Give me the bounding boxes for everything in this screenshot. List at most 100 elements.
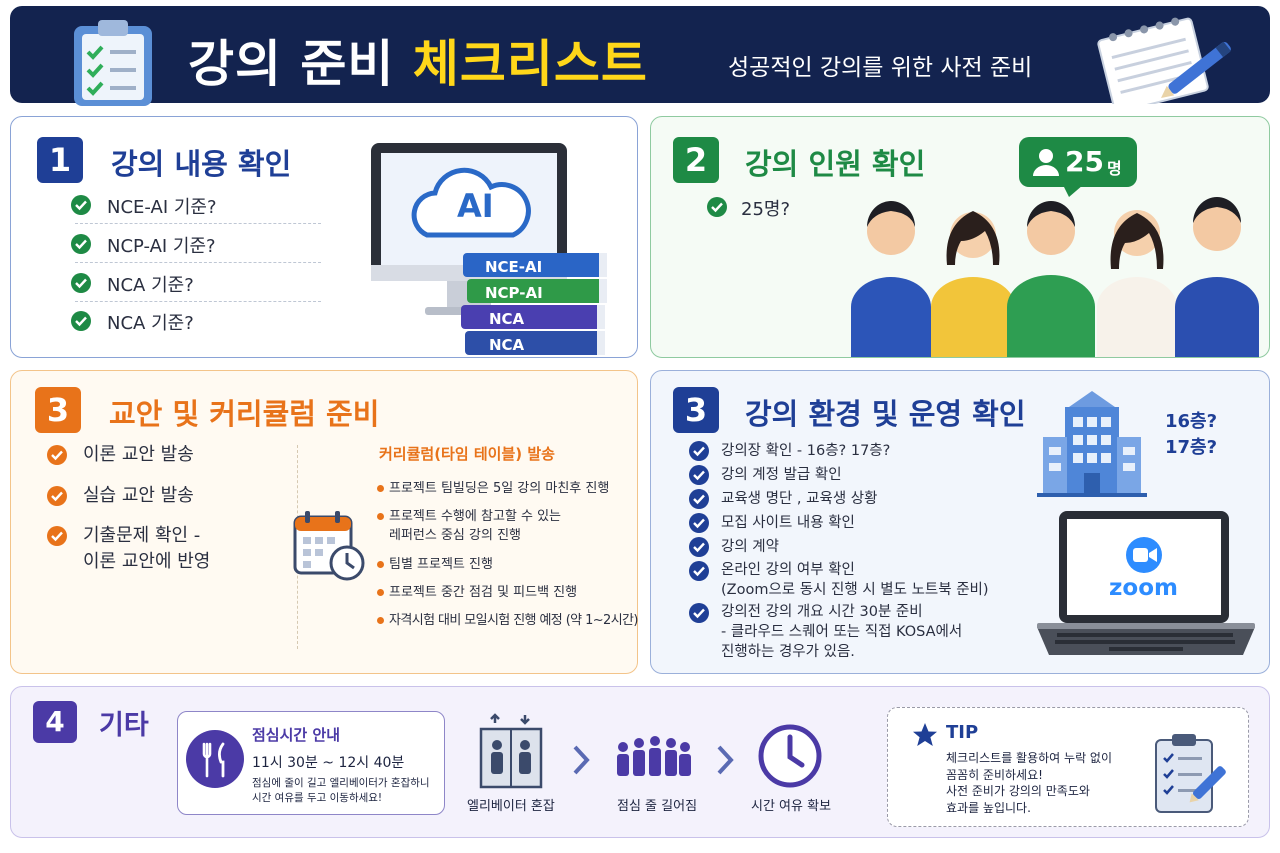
divider bbox=[75, 301, 321, 302]
floor-option: 17층? bbox=[1165, 437, 1218, 458]
page-title-main: 강의 준비 bbox=[188, 35, 395, 93]
book-label: NCP-AI bbox=[485, 284, 543, 302]
lunch-time: 11시 30분 ~ 12시 40분 bbox=[252, 755, 405, 771]
laptop-zoom-illustration bbox=[1037, 511, 1255, 655]
badge-number: 25 bbox=[1065, 145, 1104, 178]
flow-step-label: 엘리베이터 혼잡 bbox=[467, 799, 555, 814]
section-headcount-check: 2 강의 인원 확인 25명? 25 명 bbox=[650, 116, 1270, 358]
section-number: 4 bbox=[33, 701, 77, 743]
section-title: 기타 bbox=[99, 710, 149, 741]
check-circle-icon bbox=[689, 465, 709, 485]
list-item-line: 강의전 강의 개요 시간 30분 준비 bbox=[721, 604, 923, 620]
check-circle-icon bbox=[47, 445, 67, 465]
floor-option: 16층? bbox=[1165, 411, 1218, 432]
section-environment-ops: 3 강의 환경 및 운영 확인 강의장 확인 - 16층? 17층? 강의 계정… bbox=[650, 370, 1270, 674]
list-item: 교육생 명단 , 교육생 상황 bbox=[721, 491, 878, 507]
section-etc: 4 기타 점심시간 안내 11시 30분 ~ 12시 40분 점심에 줄이 길고… bbox=[10, 686, 1270, 838]
check-circle-icon bbox=[47, 526, 67, 546]
bullet-item: 팀별 프로젝트 진행 bbox=[377, 557, 493, 572]
header-banner: 강의 준비 체크리스트 성공적인 강의를 위한 사전 준비 bbox=[10, 6, 1270, 106]
star-icon bbox=[913, 723, 937, 746]
divider bbox=[75, 223, 321, 224]
clock-icon bbox=[758, 724, 822, 788]
check-circle-icon bbox=[689, 561, 709, 581]
list-item: NCP-AI 기준? bbox=[107, 236, 216, 257]
lunch-note-line: 점심에 줄이 길고 엘리베이터가 혼잡하니 bbox=[252, 777, 430, 789]
building-icon bbox=[1037, 391, 1147, 497]
tip-line: 꼼꼼히 준비하세요! bbox=[946, 767, 1043, 782]
list-item: 기출문제 확인 - 이론 교안에 반영 bbox=[83, 523, 210, 575]
books-stack-icon bbox=[461, 253, 607, 355]
chevron-right-icon bbox=[573, 745, 590, 775]
check-circle-icon bbox=[71, 195, 91, 215]
tip-text: 체크리스트를 활용하여 누락 없이 꼼꼼히 준비하세요! 사전 준비가 강의의 … bbox=[946, 750, 1112, 816]
tip-card: TIP 체크리스트를 활용하여 누락 없이 꼼꼼히 준비하세요! 사전 준비가 … bbox=[887, 707, 1249, 827]
list-item: NCA 기준? bbox=[107, 313, 194, 334]
tip-line: 사전 준비가 강의의 만족도와 bbox=[946, 784, 1090, 798]
list-item: 강의장 확인 - 16층? 17층? bbox=[721, 443, 891, 459]
page-title: 강의 준비 체크리스트 bbox=[188, 24, 648, 96]
calendar-clock-icon bbox=[293, 511, 365, 581]
section-content-check: 1 강의 내용 확인 NCE-AI 기준? NCP-AI 기준? NCA 기준?… bbox=[10, 116, 638, 358]
badge-unit: 명 bbox=[1107, 159, 1122, 178]
bullet-item: 프로젝트 팀빌딩은 5일 강의 마친후 진행 bbox=[376, 481, 610, 496]
check-circle-icon bbox=[689, 489, 709, 509]
list-item: 모집 사이트 내용 확인 bbox=[721, 515, 855, 531]
ai-label: AI bbox=[457, 187, 494, 225]
section-title: 강의 환경 및 운영 확인 bbox=[745, 397, 1026, 431]
check-circle-icon bbox=[689, 537, 709, 557]
floor-label: 16층? 17층? bbox=[1165, 409, 1217, 461]
list-item: 강의 계약 bbox=[721, 539, 779, 555]
bullet-line: 프로젝트 수행에 참고할 수 있는 bbox=[389, 509, 562, 524]
headcount-badge bbox=[1019, 137, 1137, 187]
clipboard-checklist-icon bbox=[74, 20, 152, 106]
queue-people-icon bbox=[617, 736, 691, 776]
person-icon bbox=[1033, 149, 1059, 176]
list-item-line: - 클라우드 스퀘어 또는 직접 KOSA에서 bbox=[721, 624, 963, 640]
bullet-item: 프로젝트 수행에 참고할 수 있는 레퍼런스 중심 강의 진행 bbox=[376, 507, 562, 545]
bullet-line: 레퍼런스 중심 강의 진행 bbox=[389, 528, 521, 543]
list-item-line: 진행하는 경우가 있음. bbox=[721, 644, 855, 660]
bullet-item: 자격시험 대비 모일시험 진행 예정 (약 1~2시간) bbox=[377, 613, 639, 628]
check-circle-icon bbox=[71, 234, 91, 254]
section-number: 2 bbox=[673, 137, 719, 183]
page-subtitle: 성공적인 강의를 위한 사전 준비 bbox=[728, 55, 1033, 81]
divider bbox=[75, 262, 321, 263]
section-title: 강의 내용 확인 bbox=[111, 147, 292, 181]
check-circle-icon bbox=[71, 273, 91, 293]
list-item-line: 온라인 강의 여부 확인 bbox=[721, 562, 855, 578]
check-circle-icon bbox=[689, 441, 709, 461]
section-title: 교안 및 커리큘럼 준비 bbox=[109, 397, 380, 431]
list-item: NCA 기준? bbox=[107, 275, 194, 296]
list-item: 온라인 강의 여부 확인 (Zoom으로 동시 진행 시 별도 노트북 준비) bbox=[721, 560, 989, 600]
flow-step-label: 시간 여유 확보 bbox=[751, 799, 832, 814]
tip-line: 효과를 높입니다. bbox=[946, 800, 1031, 815]
list-item-line: 기출문제 확인 - bbox=[83, 525, 201, 546]
book-label: NCA bbox=[489, 310, 525, 328]
list-item: 25명? bbox=[741, 199, 791, 220]
section-number: 3 bbox=[673, 387, 719, 433]
list-item-line: 이론 교안에 반영 bbox=[83, 551, 211, 572]
list-item-line: (Zoom으로 동시 진행 시 별도 노트북 준비) bbox=[721, 582, 989, 598]
fork-knife-icon bbox=[186, 730, 244, 788]
section-number: 1 bbox=[37, 137, 83, 183]
section-number: 3 bbox=[35, 387, 81, 433]
list-item: 이론 교안 발송 bbox=[83, 444, 194, 465]
book-label: NCE-AI bbox=[485, 258, 543, 276]
section-materials-curriculum: 3 교안 및 커리큘럼 준비 이론 교안 발송 실습 교안 발송 기출문제 확인… bbox=[10, 370, 639, 674]
lunch-note-line: 시간 여유를 두고 이동하세요! bbox=[252, 792, 383, 804]
badge-pointer bbox=[1063, 185, 1083, 197]
lunch-note: 점심에 줄이 길고 엘리베이터가 혼잡하니 시간 여유를 두고 이동하세요! bbox=[252, 776, 430, 806]
book-label: NCA bbox=[489, 336, 525, 354]
chevron-right-icon bbox=[717, 745, 734, 775]
check-circle-icon bbox=[71, 311, 91, 331]
check-circle-icon bbox=[689, 603, 709, 623]
section-title: 강의 인원 확인 bbox=[745, 147, 926, 181]
flow-step-label: 점심 줄 길어짐 bbox=[617, 799, 698, 814]
students-group-illustration bbox=[851, 197, 1259, 357]
notebook-pen-icon bbox=[1097, 17, 1231, 104]
bullet-item: 프로젝트 중간 점검 및 피드백 진행 bbox=[376, 585, 578, 600]
page-title-highlight: 체크리스트 bbox=[412, 35, 648, 93]
list-item: NCE-AI 기준? bbox=[107, 197, 217, 218]
zoom-logo-text: zoom bbox=[1109, 575, 1178, 601]
